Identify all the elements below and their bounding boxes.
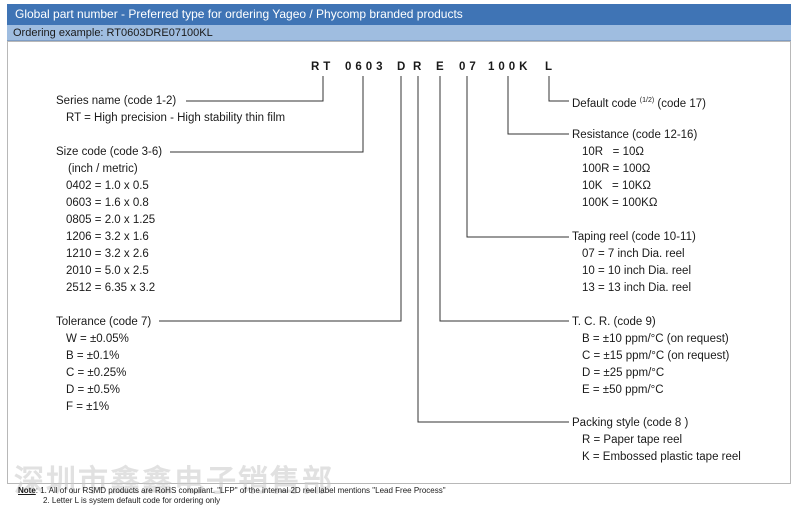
packing-item: R = Paper tape reel [582,434,683,446]
size-item: 0805 = 2.0 x 1.25 [66,214,156,226]
packing-item: K = Embossed plastic tape reel [582,451,741,463]
packing-title: Packing style (code 8 ) [572,417,689,429]
footnotes: Note: 1. All of our RSMD products are Ro… [18,486,446,506]
code-tcr: E [436,61,448,73]
tolerance-title: Tolerance (code 7) [56,316,152,328]
code-resistance: 100K [488,61,532,73]
taping-item: 13 = 13 inch Dia. reel [582,282,691,294]
size-item: 2010 = 5.0 x 2.5 [66,265,149,277]
size-item: 0603 = 1.6 x 0.8 [66,197,149,209]
taping-item: 10 = 10 inch Dia. reel [582,265,691,277]
code-size: 0603 [345,61,387,73]
note-line-2: 2. Letter L is system default code for o… [43,496,221,505]
resistance-item: 100K = 100KΩ [582,197,658,209]
size-title: Size code (code 3-6) [56,146,163,158]
content-frame [7,41,791,484]
series-title: Series name (code 1-2) [56,95,177,107]
code-packing: R [413,61,426,73]
resistance-title: Resistance (code 12-16) [572,129,698,141]
resistance-item: 10K = 10KΩ [582,180,652,192]
code-tolerance: D [397,61,410,73]
ordering-example: Ordering example: RT0603DRE07100KL [7,25,791,41]
tolerance-item: F = ±1% [66,401,110,413]
code-taping: 07 [459,61,480,73]
taping-item: 07 = 7 inch Dia. reel [582,248,685,260]
tolerance-item: C = ±0.25% [66,367,127,379]
size-item: 2512 = 6.35 x 3.2 [66,282,156,294]
page-header: Global part number - Preferred type for … [7,4,791,25]
watermark: 深圳市鑫鑫电子销售部 [14,464,334,499]
tolerance-item: B = ±0.1% [66,350,120,362]
size-item: 0402 = 1.0 x 0.5 [66,180,149,192]
tcr-item: E = ±50 ppm/°C [582,384,664,396]
size-item: 1206 = 3.2 x 1.6 [66,231,149,243]
series-desc: RT = High precision - High stability thi… [66,112,286,124]
taping-title: Taping reel (code 10-11) [572,231,696,243]
size-item: 1210 = 3.2 x 2.6 [66,248,149,260]
code-default: L [545,61,557,73]
code-series: RT [311,61,335,73]
resistance-item: 100R = 100Ω [582,163,651,175]
tolerance-item: W = ±0.05% [66,333,129,345]
default-code-title: Default code (1/2) (code 17) [572,97,706,110]
tolerance-item: D = ±0.5% [66,384,120,396]
size-unit: (inch / metric) [68,163,138,175]
tcr-item: B = ±10 ppm/°C (on request) [582,333,729,345]
tcr-title: T. C. R. (code 9) [572,316,656,328]
tcr-item: C = ±15 ppm/°C (on request) [582,350,730,362]
tcr-item: D = ±25 ppm/°C [582,367,665,379]
resistance-item: 10R = 10Ω [582,146,644,158]
note-line-1: Note: 1. All of our RSMD products are Ro… [18,486,446,495]
